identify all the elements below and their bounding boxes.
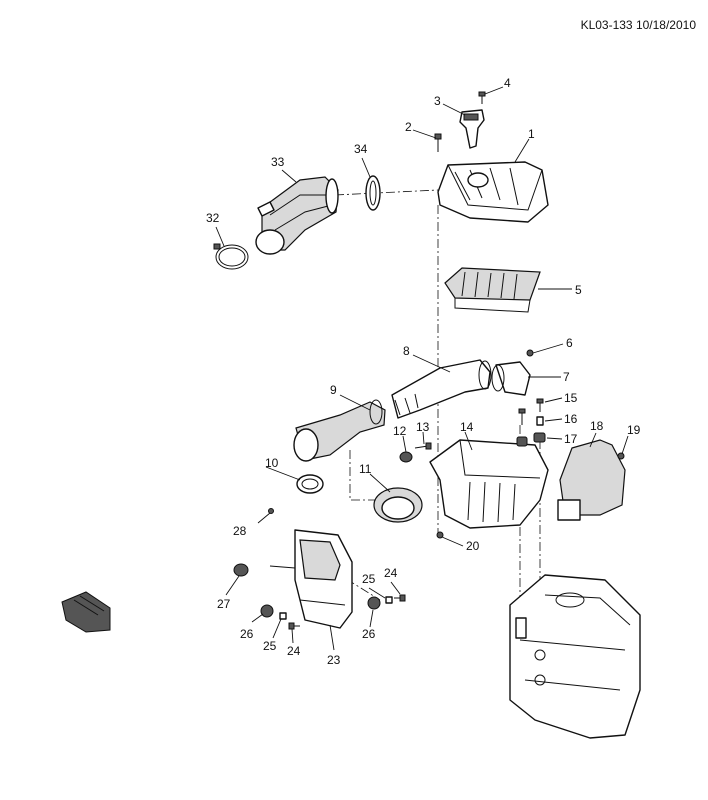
callout-33: 33 xyxy=(271,155,285,169)
grommet-12 xyxy=(399,451,413,463)
callout-5: 5 xyxy=(575,283,582,297)
callout-26-left: 26 xyxy=(240,627,254,641)
screw-4 xyxy=(478,91,486,104)
callout-6: 6 xyxy=(566,336,573,350)
callout-14: 14 xyxy=(460,420,474,434)
mass-airflow-sensor xyxy=(459,109,485,149)
seal-11 xyxy=(373,487,423,523)
bolt-24-left xyxy=(288,622,300,630)
callout-20: 20 xyxy=(466,539,480,553)
diagram-reference: KL03-133 10/18/2010 xyxy=(580,18,696,32)
callout-27: 27 xyxy=(217,597,231,611)
callout-12: 12 xyxy=(393,424,407,438)
callout-3: 3 xyxy=(434,94,441,108)
air-duct-8 xyxy=(391,359,492,419)
air-inlet-duct xyxy=(255,176,339,255)
callout-10: 10 xyxy=(265,456,279,470)
callout-23: 23 xyxy=(327,653,341,667)
grommet-17 xyxy=(516,432,546,447)
callout-28: 28 xyxy=(233,524,247,538)
resonator-23 xyxy=(269,529,353,629)
duct-adapter-7 xyxy=(491,361,531,396)
duct-gasket-34 xyxy=(365,175,381,211)
callout-25-left: 25 xyxy=(263,639,277,653)
callout-26-right: 26 xyxy=(362,627,376,641)
callout-24-left: 24 xyxy=(287,644,301,658)
callout-9: 9 xyxy=(330,383,337,397)
callout-32: 32 xyxy=(206,211,220,225)
screw-20 xyxy=(436,531,444,539)
callout-15: 15 xyxy=(564,391,578,405)
engine-context xyxy=(509,574,641,739)
front-view-arrow-icon xyxy=(61,591,111,633)
screw-19 xyxy=(617,452,625,460)
callout-19: 19 xyxy=(627,423,641,437)
bolt-13 xyxy=(414,442,432,450)
seal-10 xyxy=(296,474,324,494)
callout-17: 17 xyxy=(564,432,578,446)
callout-2: 2 xyxy=(405,120,412,134)
callout-18: 18 xyxy=(590,419,604,433)
hose-clamp-32 xyxy=(213,243,249,270)
bracket-18 xyxy=(557,439,626,521)
grommet-26-right xyxy=(367,596,381,610)
callout-7: 7 xyxy=(563,370,570,384)
spacer-25-left xyxy=(279,612,287,620)
callout-11: 11 xyxy=(359,462,372,476)
air-cleaner-housing xyxy=(429,439,549,529)
callout-labels: 1 2 3 4 5 6 7 8 9 10 11 12 13 14 15 16 1… xyxy=(206,76,641,667)
callout-8: 8 xyxy=(403,344,410,358)
resonator-duct-9 xyxy=(293,399,386,462)
air-filter-element xyxy=(444,267,541,313)
callout-16: 16 xyxy=(564,412,578,426)
leader-lines xyxy=(215,86,629,651)
bolt-24-right xyxy=(394,594,406,602)
callout-25-right: 25 xyxy=(362,572,376,586)
callout-4: 4 xyxy=(504,76,511,90)
callout-24-right: 24 xyxy=(384,566,398,580)
screw-6 xyxy=(526,349,534,357)
grommet-26-left xyxy=(260,604,274,618)
bolt-15 xyxy=(518,398,544,425)
callout-1: 1 xyxy=(528,127,535,141)
spacer-25-right xyxy=(385,596,393,604)
screw-28 xyxy=(268,508,274,514)
spacer-16 xyxy=(536,416,544,426)
grommet-27 xyxy=(233,563,249,577)
callout-34: 34 xyxy=(354,142,368,156)
callout-13: 13 xyxy=(416,420,430,434)
bolt-2 xyxy=(434,133,442,152)
air-cleaner-cover xyxy=(437,161,549,223)
